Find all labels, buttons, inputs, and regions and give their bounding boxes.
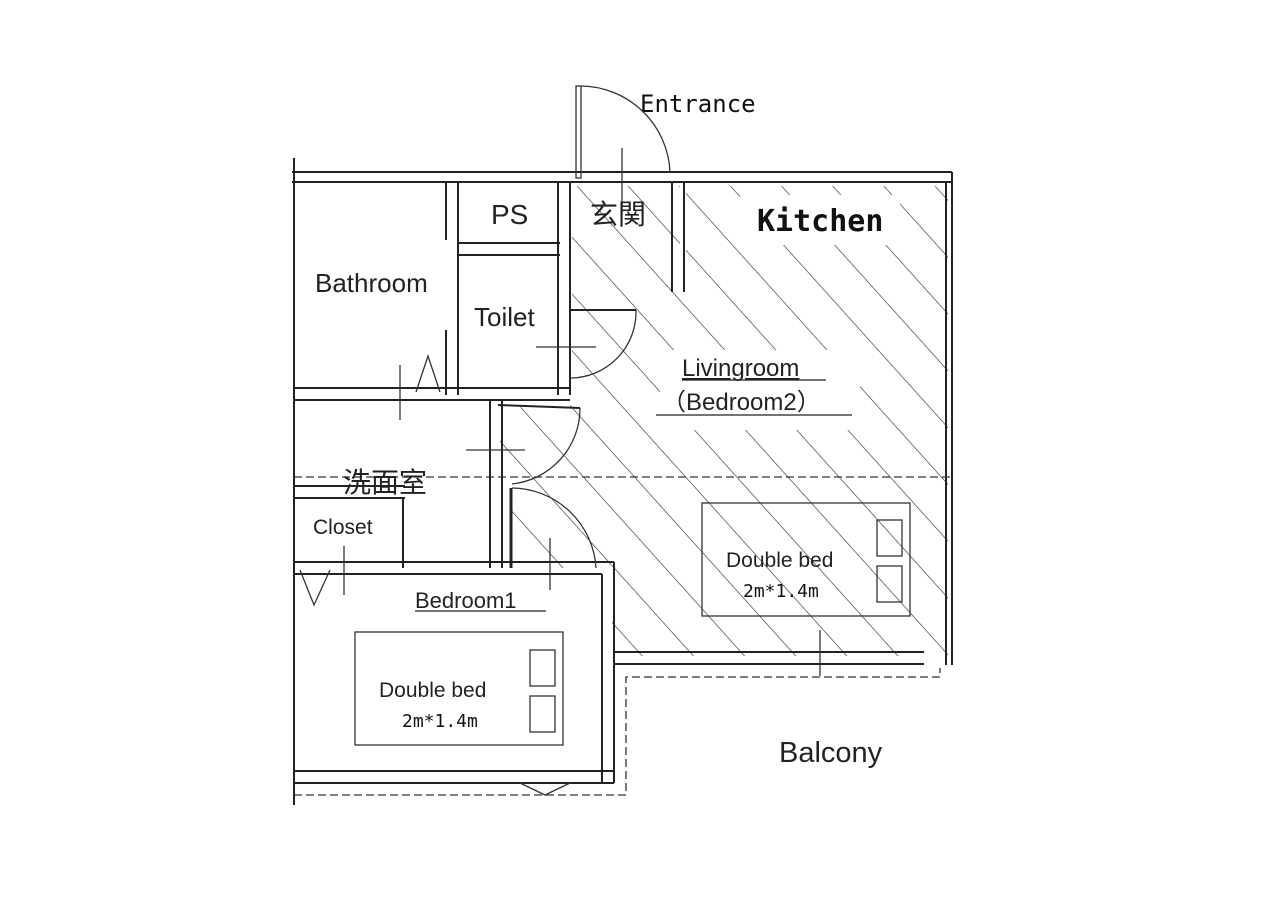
bathroom-label: Bathroom (315, 268, 428, 298)
bed2-label: Double bed (726, 549, 833, 572)
bed1-label: Double bed (379, 679, 486, 702)
genkan-label: 玄関 (590, 199, 646, 230)
kitchen-label: Kitchen (757, 204, 883, 239)
bedroom2-label: （Bedroom2） (662, 389, 821, 416)
bed1-size: 2m*1.4m (402, 711, 478, 732)
washroom-label: 洗面室 (343, 467, 427, 498)
bedroom1-label: Bedroom1 (415, 588, 517, 613)
kitchen-label-bg (740, 195, 900, 245)
toilet-label: Toilet (474, 302, 535, 332)
livingroom-label: Livingroom (682, 355, 799, 382)
entrance-label: Entrance (640, 90, 756, 118)
balcony-label: Balcony (779, 737, 883, 769)
walls (292, 85, 953, 805)
ps-label: PS (491, 199, 528, 230)
living-label-bg (660, 350, 860, 430)
closet-label: Closet (313, 516, 373, 539)
bed2-size: 2m*1.4m (743, 581, 819, 602)
double-bed-bedroom1 (354, 631, 564, 746)
double-bed-livingroom (701, 502, 911, 617)
